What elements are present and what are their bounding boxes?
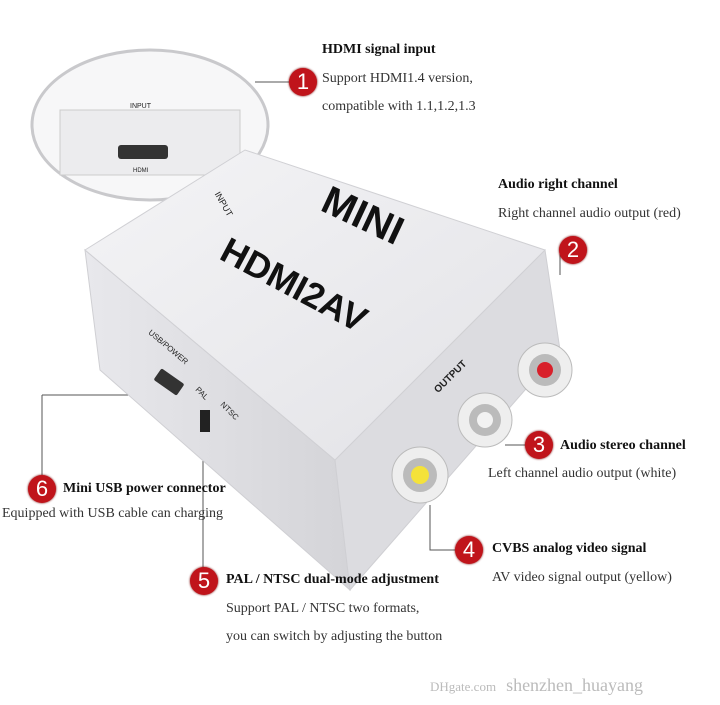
- inset-label-input: INPUT: [130, 103, 152, 110]
- callout-2-line-1: Right channel audio output (red): [498, 206, 681, 221]
- callout-4-badge: 4: [455, 536, 483, 564]
- rca-jack-white: [457, 392, 513, 448]
- callout-5-line-2: you can switch by adjusting the button: [226, 629, 443, 644]
- watermark-logo: DHgate.com: [430, 679, 497, 694]
- callout-1-title: HDMI signal input: [322, 42, 436, 57]
- callout-3-line-1: Left channel audio output (white): [488, 466, 677, 481]
- watermark: DHgate.com shenzhen_huayang: [430, 675, 643, 696]
- callout-2-badge: 2: [559, 236, 587, 264]
- callout-5-badge: 5: [190, 567, 218, 595]
- callout-5-line-1: Support PAL / NTSC two formats,: [226, 601, 420, 616]
- callout-3-title: Audio stereo channel: [560, 438, 686, 453]
- callout-1-badge: 1: [289, 68, 317, 96]
- rca-jack-red: [517, 342, 573, 398]
- callout-5-title: PAL / NTSC dual-mode adjustment: [226, 572, 439, 587]
- callout-1-line-1: Support HDMI1.4 version,: [322, 71, 473, 86]
- converter-box: [84, 149, 561, 592]
- inset-label-hdmi: HDMI: [133, 168, 149, 174]
- rca-jack-yellow: [391, 446, 449, 504]
- callout-4-line-1: AV video signal output (yellow): [492, 570, 672, 585]
- callout-2-title: Audio right channel: [498, 177, 618, 192]
- callout-6-title: Mini USB power connector: [63, 481, 226, 496]
- callout-3-badge: 3: [525, 431, 553, 459]
- callout-6-line-1: Equipped with USB cable can charging: [2, 506, 223, 521]
- callout-1-line-2: compatible with 1.1,1.2,1.3: [322, 99, 476, 114]
- callout-4-title: CVBS analog video signal: [492, 541, 647, 556]
- hdmi-port-inset: [30, 48, 270, 202]
- watermark-seller: shenzhen_huayang: [506, 675, 644, 695]
- callout-6-badge: 6: [28, 475, 56, 503]
